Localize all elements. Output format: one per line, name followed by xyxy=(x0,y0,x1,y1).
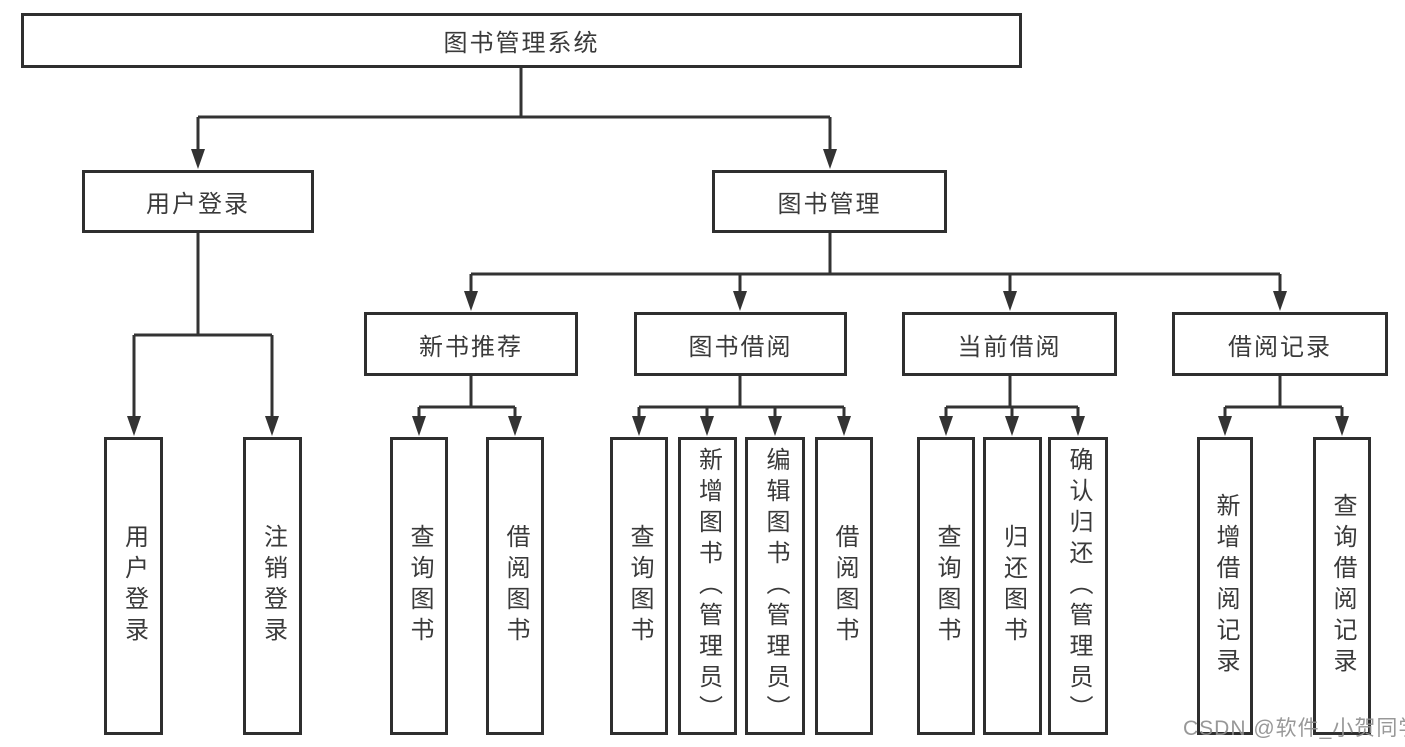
arrowhead-icon xyxy=(768,416,782,436)
node-label: 用户登录 xyxy=(120,524,148,648)
node-label: 查询图书 xyxy=(626,524,653,648)
arrowhead-icon xyxy=(464,291,478,311)
node-book-management: 图书管理 xyxy=(712,170,947,233)
arrowhead-icon xyxy=(508,416,522,436)
node-borrowing-records: 借阅记录 xyxy=(1172,312,1388,376)
node-label: 查询图书 xyxy=(933,524,960,648)
node-new-book-recommend: 新书推荐 xyxy=(364,312,578,376)
leaf-add-books-admin: 新增图书（管理员） xyxy=(678,437,737,735)
node-label: 图书管理系统 xyxy=(443,30,600,57)
node-label: 新书推荐 xyxy=(419,333,523,361)
arrowhead-icon xyxy=(1218,416,1232,436)
arrowhead-icon xyxy=(1003,291,1017,311)
arrowhead-icon xyxy=(733,291,747,311)
arrowhead-icon xyxy=(939,416,953,436)
leaf-user-login: 用户登录 xyxy=(104,437,163,735)
arrowhead-icon xyxy=(412,416,426,436)
node-root-system: 图书管理系统 xyxy=(21,13,1022,68)
node-label: 图书借阅 xyxy=(688,333,793,361)
node-label: 查询图书 xyxy=(406,524,433,648)
node-label: 当前借阅 xyxy=(957,333,1062,361)
leaf-borrow-books-2: 借阅图书 xyxy=(815,437,873,735)
arrowhead-icon xyxy=(1071,416,1085,436)
node-label: 借阅记录 xyxy=(1228,333,1332,361)
arrowhead-icon xyxy=(632,416,646,436)
leaf-query-books-2: 查询图书 xyxy=(610,437,668,735)
arrowhead-icon xyxy=(265,416,279,436)
arrowhead-icon xyxy=(127,416,141,436)
node-label: 图书管理 xyxy=(777,191,882,218)
node-label: 注销登录 xyxy=(259,524,287,648)
node-label: 用户登录 xyxy=(146,191,250,218)
leaf-query-books-3: 查询图书 xyxy=(917,437,975,735)
node-book-borrowing: 图书借阅 xyxy=(634,312,847,376)
arrowhead-icon xyxy=(1335,416,1349,436)
node-label: 借阅图书 xyxy=(831,524,858,648)
leaf-query-borrow-record: 查询借阅记录 xyxy=(1313,437,1371,735)
node-label: 编辑图书（管理员） xyxy=(762,446,789,726)
node-user-login: 用户登录 xyxy=(82,170,314,233)
arrowheads xyxy=(127,149,1349,436)
leaf-add-borrow-record: 新增借阅记录 xyxy=(1197,437,1253,735)
arrowhead-icon xyxy=(1005,416,1019,436)
csdn-watermark: CSDN @软件_小贺同学 xyxy=(1183,717,1405,740)
node-label: 新增借阅记录 xyxy=(1212,493,1239,679)
arrowhead-icon xyxy=(837,416,851,436)
node-label: 确认归还（管理员） xyxy=(1065,446,1092,726)
node-label: 新增图书（管理员） xyxy=(694,446,722,726)
arrowhead-icon xyxy=(823,149,837,169)
leaf-confirm-return-admin: 确认归还（管理员） xyxy=(1048,437,1108,735)
leaf-borrow-books-1: 借阅图书 xyxy=(486,437,544,735)
leaf-return-books: 归还图书 xyxy=(983,437,1042,735)
node-label: 借阅图书 xyxy=(502,524,529,648)
tree-edges xyxy=(132,68,1344,418)
node-label: 归还图书 xyxy=(999,524,1027,648)
arrowhead-icon xyxy=(700,416,714,436)
leaf-logout: 注销登录 xyxy=(243,437,302,735)
arrowhead-icon xyxy=(1273,291,1287,311)
leaf-edit-books-admin: 编辑图书（管理员） xyxy=(745,437,805,735)
node-current-borrowing: 当前借阅 xyxy=(902,312,1117,376)
leaf-query-books-1: 查询图书 xyxy=(390,437,448,735)
arrowhead-icon xyxy=(191,149,205,169)
node-label: 查询借阅记录 xyxy=(1329,493,1356,679)
